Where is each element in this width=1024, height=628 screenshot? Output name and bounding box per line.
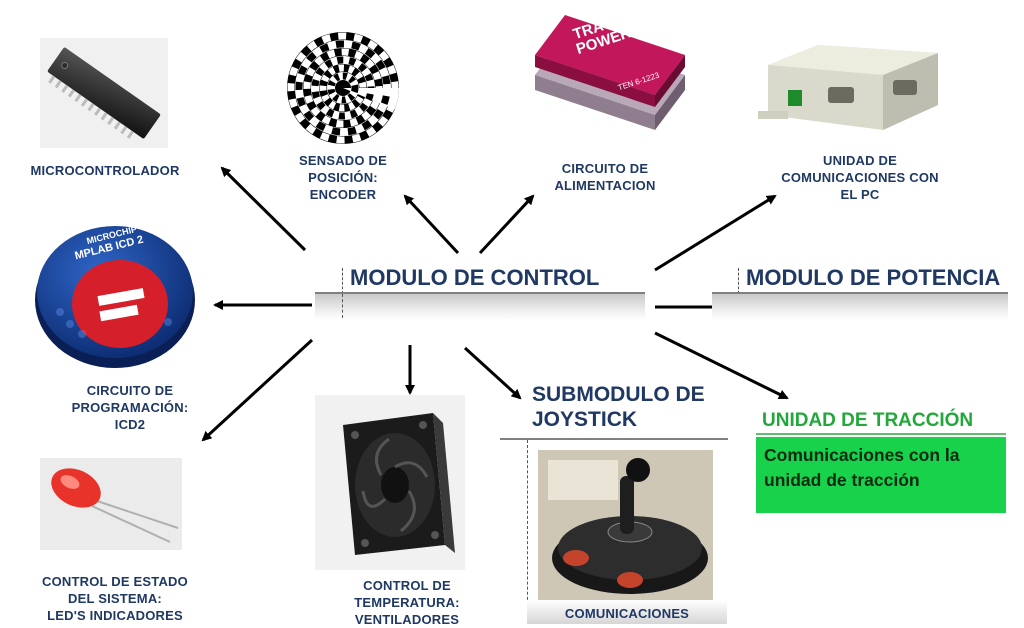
power-module-tick	[738, 268, 739, 294]
encoder-disc-image	[285, 30, 401, 146]
control-module-band	[315, 292, 645, 320]
label-programming: CIRCUITO DE PROGRAMACIÓN: ICD2	[71, 383, 189, 432]
power-supply-module-image: TRACO POWER TEN 6-1223	[525, 5, 690, 135]
traction-unit-title: UNIDAD DE TRACCIÓN	[762, 410, 974, 431]
cooling-fan-image	[315, 395, 465, 570]
joystick-image	[538, 450, 713, 608]
arrow-pc-comm	[654, 194, 777, 272]
joystick-submodule-rule	[500, 438, 728, 440]
icd2-programmer-image: MICROCHIP MPLAB ICD 2	[30, 212, 200, 372]
label-temperature: CONTROL DE TEMPERATURA: VENTILADORES	[354, 578, 460, 627]
microcontroller-chip-image	[40, 38, 168, 148]
control-module-tick	[342, 268, 343, 294]
label-power-supply: CIRCUITO DE ALIMENTACION	[554, 161, 656, 193]
joystick-submodule-tick	[527, 440, 528, 620]
joystick-caption: COMUNICACIONES	[564, 606, 690, 621]
arrow-power-supply	[478, 194, 535, 255]
arrow-status	[201, 338, 314, 442]
arrow-encoder	[403, 194, 460, 255]
traction-unit-rule	[756, 433, 1006, 435]
label-encoder: SENSADO DE POSICIÓN: ENCODER	[299, 153, 387, 202]
control-module-title: MODULO DE CONTROL	[350, 265, 600, 290]
joystick-caption-band	[527, 600, 727, 624]
label-pc-comm: UNIDAD DE COMUNICACIONES CON EL PC	[781, 153, 939, 202]
power-module-band	[712, 292, 1008, 320]
traction-unit-box: Comunicaciones con la unidad de tracción	[756, 437, 1006, 513]
control-module-inner-line	[342, 294, 343, 318]
pc-communications-unit-image	[758, 35, 943, 135]
power-module-title: MODULO DE POTENCIA	[746, 265, 1001, 290]
arrow-joystick	[463, 346, 522, 400]
label-microcontroller: MICROCONTROLADOR	[30, 163, 180, 178]
joystick-submodule-title: SUBMODULO DE JOYSTICK	[532, 383, 705, 431]
label-status: CONTROL DE ESTADO DEL SISTEMA: LED'S IND…	[42, 574, 188, 623]
led-image	[40, 458, 182, 550]
